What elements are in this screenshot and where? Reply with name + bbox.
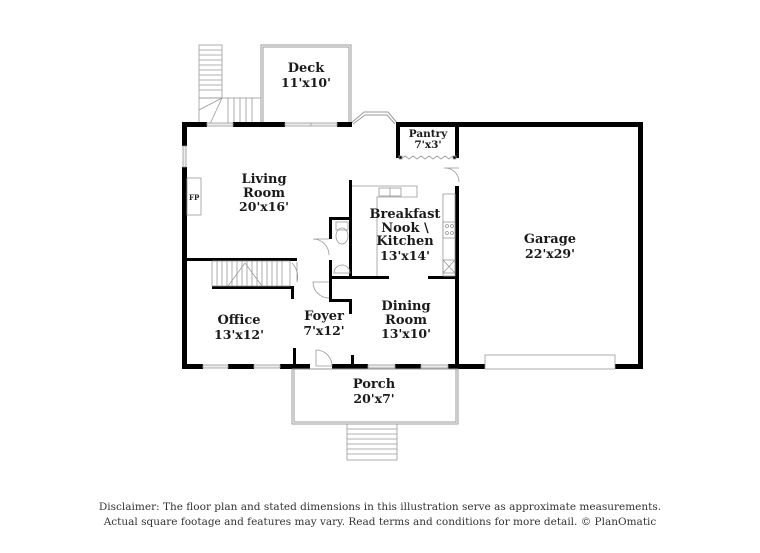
room-dimensions: 11'x10' bbox=[281, 74, 331, 90]
room-dimensions: 7'x3' bbox=[414, 139, 442, 152]
room-name-line: Living bbox=[241, 172, 287, 187]
room-dimensions: 13'x12' bbox=[214, 326, 264, 342]
room-label-garage: Garage 22'x29' bbox=[500, 233, 600, 260]
room-name-line: Room bbox=[385, 312, 427, 328]
room-name: Office bbox=[217, 313, 261, 328]
room-label-foyer: Foyer 7'x12' bbox=[294, 310, 354, 337]
room-dimensions: 13'x14' bbox=[380, 247, 430, 263]
room-label-office: Office 13'x12' bbox=[199, 314, 279, 341]
interior-stairs bbox=[211, 260, 291, 287]
room-name: Pantry bbox=[408, 128, 448, 140]
room-name: Porch bbox=[352, 377, 396, 392]
room-name: Garage bbox=[523, 232, 577, 247]
room-name: Deck bbox=[287, 61, 325, 76]
room-dimensions: 7'x12' bbox=[303, 322, 345, 338]
bathroom-fixtures bbox=[333, 221, 351, 274]
room-label-porch: Porch 20'x7' bbox=[334, 378, 414, 405]
porch-stairs bbox=[346, 423, 398, 461]
pantry-bifold bbox=[398, 155, 457, 160]
room-name-line: Dining bbox=[381, 299, 431, 314]
disclaimer-line-2: Actual square footage and features may v… bbox=[103, 516, 657, 528]
room-label-pantry: Pantry 7'x3' bbox=[400, 128, 456, 152]
room-name: Foyer bbox=[304, 309, 344, 324]
room-name-line: Nook \ bbox=[381, 220, 429, 236]
room-name-line: Room bbox=[243, 185, 285, 201]
deck-stairs bbox=[198, 44, 262, 125]
room-label-deck: Deck 11'x10' bbox=[266, 62, 346, 89]
room-dimensions: 20'x7' bbox=[353, 390, 395, 406]
room-dimensions: 13'x10' bbox=[381, 326, 431, 342]
disclaimer-line-1: Disclaimer: The floor plan and stated di… bbox=[98, 501, 662, 513]
room-dimensions: 22'x29' bbox=[525, 245, 575, 261]
room-name-line: Breakfast bbox=[369, 207, 441, 222]
door-swings bbox=[291, 167, 460, 367]
kitchen-counters bbox=[352, 185, 456, 277]
windows bbox=[182, 122, 616, 370]
room-label-living-room: Living Room 20'x16' bbox=[214, 172, 314, 215]
exterior-walls bbox=[182, 122, 643, 369]
fireplace bbox=[186, 177, 202, 216]
room-label-dining-room: Dining Room 13'x10' bbox=[366, 299, 446, 342]
bay-window bbox=[349, 111, 399, 125]
room-label-breakfast-nook-kitchen: Breakfast Nook \ Kitchen 13'x14' bbox=[360, 208, 450, 262]
room-name-line: Kitchen bbox=[376, 234, 434, 250]
interior-walls bbox=[182, 122, 459, 369]
room-dimensions: 20'x16' bbox=[239, 199, 289, 215]
fireplace-label: FP bbox=[189, 193, 200, 202]
